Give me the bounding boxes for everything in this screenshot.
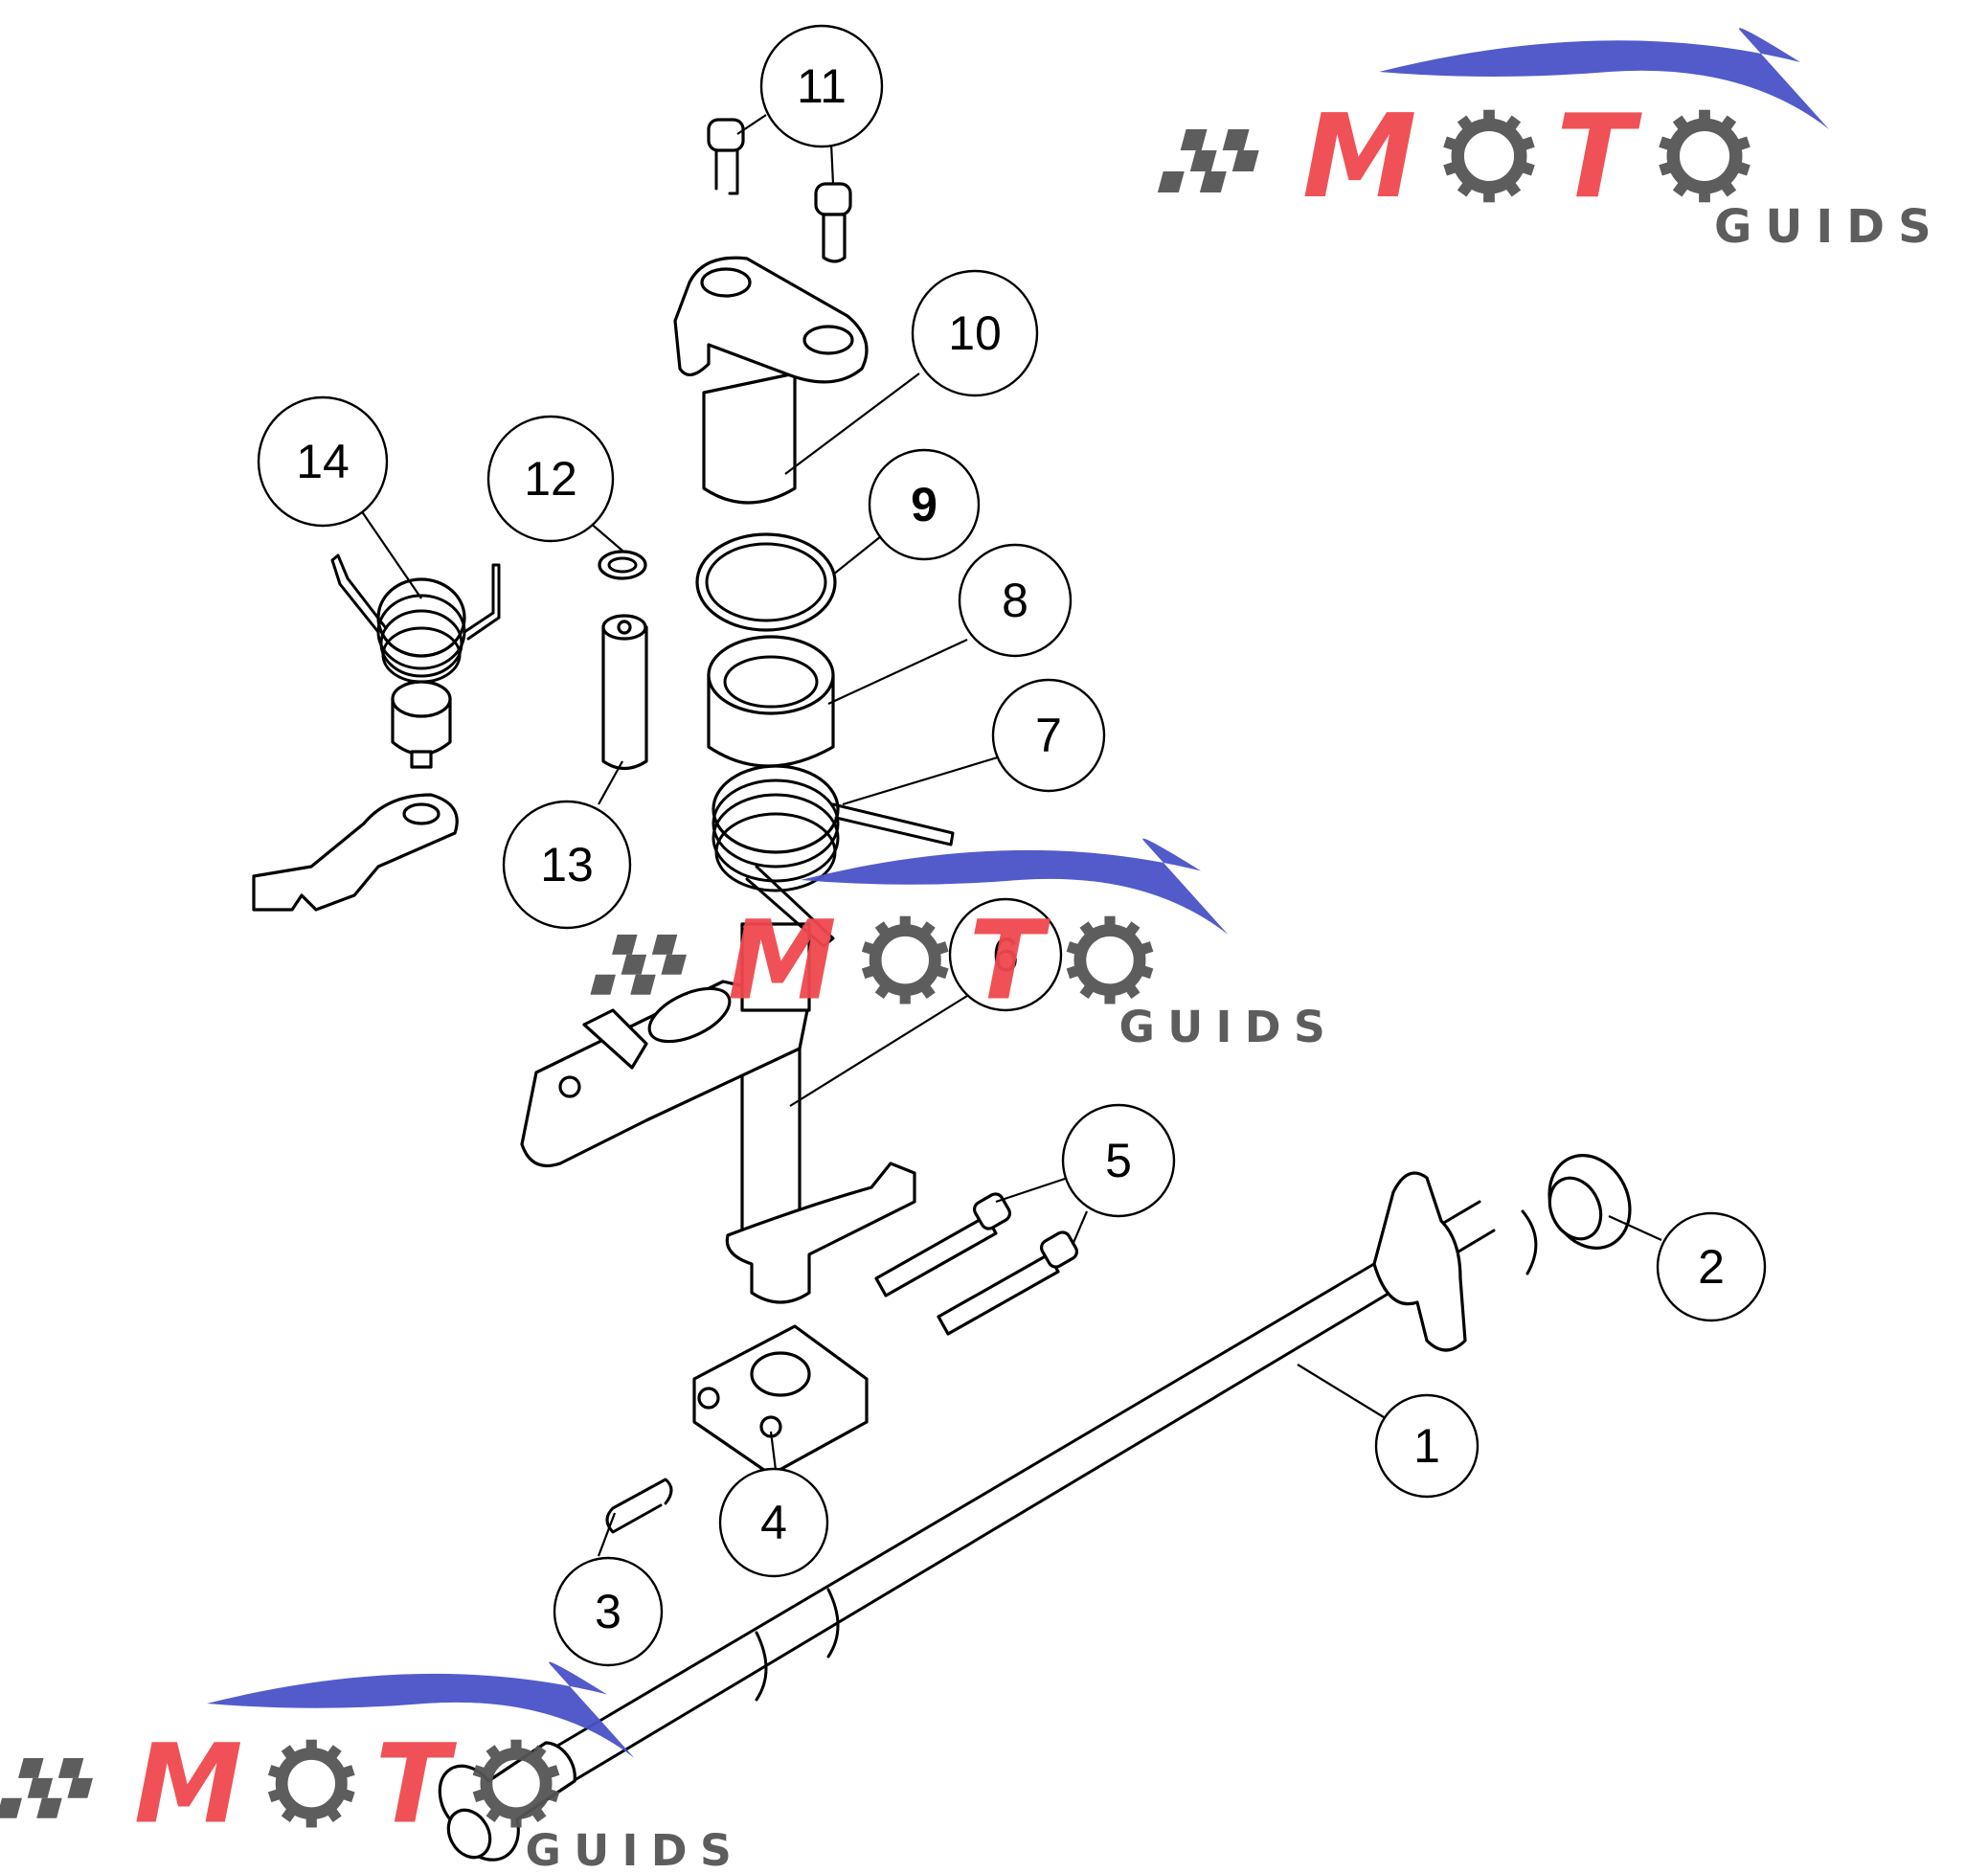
leader-lines (358, 114, 1662, 1557)
callout-circle (1656, 1211, 1767, 1322)
part-12-small-o-ring (598, 550, 647, 580)
callout-9: 9 (868, 448, 981, 561)
callout-1: 1 (1374, 1393, 1480, 1499)
watermark-layer: M T GUIDS M T GUIDS M T GUIDS (0, 28, 1945, 1873)
callout-number: 3 (595, 1585, 621, 1638)
part-14-spring-assembly (252, 553, 501, 912)
part-4-block (692, 1324, 869, 1477)
callout-circle (486, 415, 615, 543)
moto-guids-logo: M T GUIDS (1157, 28, 1945, 254)
callout-4: 4 (718, 1467, 829, 1578)
callout-3: 3 (553, 1556, 664, 1667)
callout-number: 10 (948, 306, 1002, 360)
callout-number: 14 (296, 435, 350, 488)
gear-icon (472, 1739, 560, 1828)
callout-11: 11 (759, 24, 884, 148)
callout-number: 7 (1035, 709, 1062, 762)
part-13-pin (601, 614, 648, 771)
logo-letter-m: M (1302, 91, 1416, 224)
logo-subtitle: GUIDS (1119, 1002, 1339, 1052)
callout-number: 5 (1105, 1134, 1132, 1187)
callout-circle (718, 1467, 829, 1578)
callout-number: 9 (911, 478, 938, 531)
callout-number: 12 (524, 452, 577, 506)
callout-circle (1061, 1103, 1176, 1218)
gear-icon (1066, 915, 1154, 1004)
callout-circle (868, 448, 981, 561)
moto-guids-logo: M T GUIDS (590, 838, 1339, 1052)
callout-number: 8 (1002, 574, 1028, 627)
part-8-bushing (707, 635, 835, 768)
gear-icon (1443, 109, 1535, 203)
callout-7: 7 (991, 678, 1106, 793)
callout-circle (257, 395, 389, 528)
logo-letter-t: T (375, 1721, 458, 1848)
callout-number: 4 (760, 1496, 787, 1549)
logo-letter-t: T (1556, 91, 1642, 224)
callout-13: 13 (502, 800, 632, 930)
part-6-selector-shaft (520, 922, 916, 1304)
callout-number: 6 (992, 928, 1019, 982)
callout-circle (502, 800, 632, 930)
callout-number: 1 (1413, 1419, 1440, 1473)
gear-icon (861, 915, 949, 1004)
part-11-bolts (707, 118, 852, 263)
callout-circle (759, 24, 884, 148)
callout-circle (553, 1556, 664, 1667)
part-10-lever-arm (673, 256, 869, 505)
logo-letter-m: M (728, 897, 836, 1025)
part-5-bolts (874, 1192, 1079, 1336)
logo-letter-m: M (134, 1721, 242, 1848)
callout-number: 2 (1698, 1240, 1725, 1294)
part-1-shift-shaft (438, 1171, 1538, 1862)
callout-circle (948, 897, 1063, 1012)
callout-circle (911, 269, 1039, 397)
callout-10: 10 (911, 269, 1039, 397)
callout-circle (958, 543, 1073, 658)
callout-number: 11 (797, 59, 847, 113)
callout-12: 12 (486, 415, 615, 543)
callout-2: 2 (1656, 1211, 1767, 1322)
part-7-spring (712, 764, 955, 948)
callout-8: 8 (958, 543, 1073, 658)
gear-icon (267, 1739, 355, 1828)
gear-icon (1659, 109, 1751, 203)
callout-circle (1374, 1393, 1480, 1499)
logo-letter-t: T (969, 897, 1051, 1025)
logo-subtitle: GUIDS (526, 1825, 745, 1873)
callout-number: 13 (540, 838, 594, 891)
logo-subtitle: GUIDS (1714, 200, 1945, 254)
callout-14: 14 (257, 395, 389, 528)
part-2-washer (1547, 1154, 1632, 1250)
part-3-clip (605, 1478, 673, 1534)
moto-guids-logo: M T GUIDS (0, 1661, 745, 1873)
callout-circle (991, 678, 1106, 793)
part-9-o-ring (695, 532, 837, 632)
callout-6: 6 (948, 897, 1063, 1012)
callout-5: 5 (1061, 1103, 1176, 1218)
